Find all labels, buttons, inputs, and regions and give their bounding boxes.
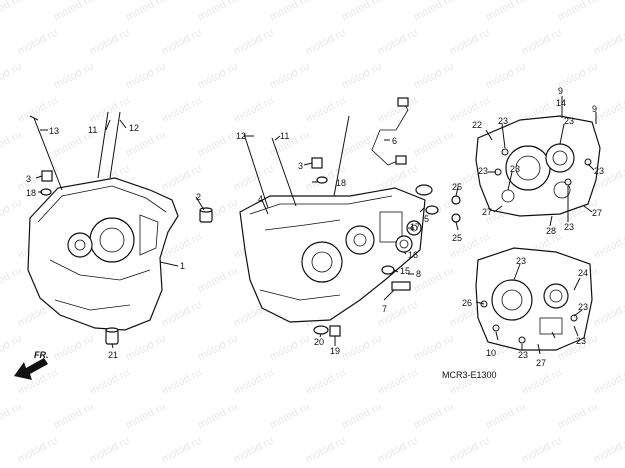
callout-15: 15 xyxy=(400,266,410,276)
bolt-3-left[interactable] xyxy=(41,170,53,182)
callout-3-left: 3 xyxy=(26,174,31,184)
bolt-25-b[interactable] xyxy=(451,213,461,223)
callout-3-right: 3 xyxy=(298,161,303,171)
callout-8: 8 xyxy=(416,269,421,279)
cover-5[interactable] xyxy=(415,184,439,215)
callout-23-d: 23 xyxy=(510,164,520,174)
callout-22: 22 xyxy=(472,120,482,130)
front-direction-arrow-icon: FR. xyxy=(14,350,49,380)
stud-bolt-right[interactable] xyxy=(333,115,350,197)
washer-18-left[interactable] xyxy=(40,188,52,196)
callout-23-e: 23 xyxy=(594,166,604,176)
callout-23-f: 23 xyxy=(564,222,574,232)
bolt-3-right[interactable] xyxy=(311,157,323,169)
dowel-pin-21[interactable] xyxy=(105,327,119,345)
callout-7: 7 xyxy=(382,304,387,314)
callout-11-left: 11 xyxy=(88,125,97,135)
callout-27-a: 27 xyxy=(482,207,492,217)
bolt-25-a[interactable] xyxy=(451,195,461,205)
washer-18-right[interactable] xyxy=(316,176,328,184)
leader-lines xyxy=(35,96,597,355)
callout-25-bottom: 25 xyxy=(452,233,462,243)
callout-13: 13 xyxy=(49,126,59,136)
callout-18-right: 18 xyxy=(336,178,346,188)
diagram-code: MCR3-E1300 xyxy=(442,370,497,380)
callout-6: 6 xyxy=(392,136,397,146)
callout-20: 20 xyxy=(314,337,324,347)
callout-5: 5 xyxy=(424,214,429,224)
case-outline-top-right[interactable] xyxy=(475,115,601,217)
callout-1: 1 xyxy=(180,261,185,271)
seal-20[interactable] xyxy=(313,325,329,335)
callout-labels: 13 11 12 3 18 2 1 21 12 11 3 18 4 6 5 17… xyxy=(26,86,604,380)
callout-26: 26 xyxy=(462,298,472,308)
dowel-pin-2[interactable] xyxy=(199,207,213,223)
callout-4: 4 xyxy=(258,194,263,204)
callout-23-c: 23 xyxy=(478,166,488,176)
case-outline-bottom-right[interactable] xyxy=(475,247,593,351)
callout-23-b: 23 xyxy=(564,116,574,126)
callout-12-right: 12 xyxy=(236,131,246,141)
callout-23-h: 23 xyxy=(578,302,588,312)
callout-11-right: 11 xyxy=(280,131,289,141)
callout-24: 24 xyxy=(578,268,588,278)
callout-19: 19 xyxy=(330,346,340,356)
callout-10: 10 xyxy=(486,348,496,358)
callout-23-a: 23 xyxy=(498,116,508,126)
callout-16: 16 xyxy=(408,250,418,260)
stud-bolt-13[interactable] xyxy=(29,115,63,191)
right-crankcase-half[interactable] xyxy=(239,187,426,323)
callout-18-left: 18 xyxy=(26,188,36,198)
callout-2: 2 xyxy=(196,192,201,202)
callout-23-g: 23 xyxy=(516,256,526,266)
oring-15[interactable] xyxy=(381,265,395,275)
callout-21: 21 xyxy=(108,350,118,360)
callout-9-b: 9 xyxy=(592,104,597,114)
callout-25-top: 25 xyxy=(452,182,462,192)
stud-bolt-11-12-left[interactable] xyxy=(97,111,121,179)
callout-17: 17 xyxy=(410,222,420,232)
harness-6[interactable] xyxy=(371,97,409,166)
left-crankcase-half[interactable] xyxy=(27,177,179,331)
callout-23-i: 23 xyxy=(576,336,586,346)
callout-23-j: 23 xyxy=(518,350,528,360)
sensor-7[interactable] xyxy=(391,281,411,291)
seal-16[interactable] xyxy=(395,235,413,253)
callout-27-b: 27 xyxy=(592,208,602,218)
stud-bolt-12-right[interactable] xyxy=(243,133,269,209)
callout-27-c: 27 xyxy=(536,358,546,368)
callout-12-left: 12 xyxy=(129,123,139,133)
callout-9-a: 9 xyxy=(558,86,563,96)
callout-14: 14 xyxy=(556,98,566,108)
fr-label: FR. xyxy=(34,350,49,360)
plug-19[interactable] xyxy=(329,325,341,337)
callout-28: 28 xyxy=(546,226,556,236)
stud-bolt-11-right[interactable] xyxy=(271,137,297,207)
